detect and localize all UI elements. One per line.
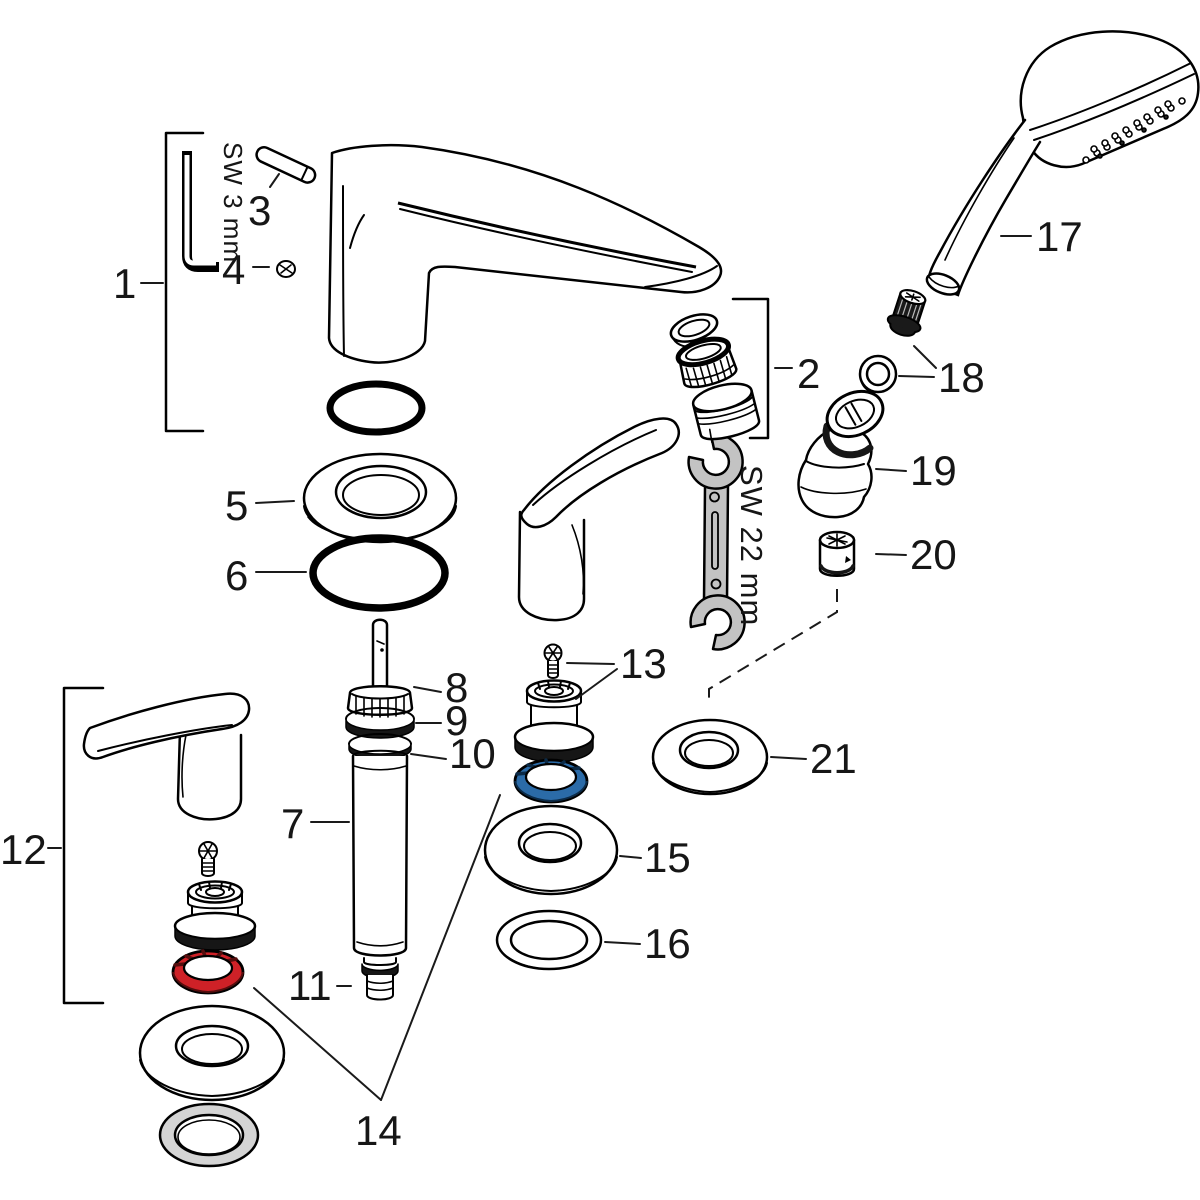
callout-8: 8 (445, 664, 468, 711)
callout-9: 9 (445, 697, 468, 744)
escutcheon-12 (138, 1004, 286, 1102)
aerator-housing (691, 382, 761, 444)
callout-17: 17 (1036, 213, 1083, 260)
elbow-connector-19 (797, 389, 885, 519)
allen-key-size-label: SW 3 mm (218, 142, 248, 263)
callout-12: 12 (0, 826, 47, 873)
set-screw (276, 260, 296, 278)
open-end-wrench-icon (687, 433, 746, 651)
handle-pin (255, 146, 317, 184)
callout-4: 4 (222, 246, 245, 293)
callout-5: 5 (225, 482, 248, 529)
part12-bracket (47, 686, 105, 1005)
leader-14a (253, 987, 382, 1101)
valve-bush-13 (513, 679, 595, 763)
leader-16 (604, 941, 641, 945)
screw-12 (198, 841, 218, 877)
callout-10: 10 (449, 730, 496, 777)
o-ring-6 (309, 534, 449, 612)
leader-15 (619, 855, 642, 859)
shower-nozzles (1082, 97, 1186, 164)
retaining-ring-blue (513, 758, 589, 804)
callout-21: 21 (810, 735, 857, 782)
leader-21 (770, 756, 807, 760)
leader-10 (410, 753, 447, 760)
aerator-insert (675, 336, 738, 389)
callout-19: 19 (910, 447, 957, 494)
hand-shower (925, 30, 1200, 297)
retaining-ring-red (171, 949, 245, 995)
seal-ring-16 (495, 909, 603, 971)
spout (327, 143, 723, 364)
valve-bush-12 (173, 880, 257, 951)
callout-18: 18 (938, 354, 985, 401)
callout-11: 11 (288, 962, 332, 1009)
leader-8 (413, 686, 442, 693)
callout-7: 7 (281, 800, 304, 847)
shower-handle (927, 118, 1042, 297)
escutcheon-15 (483, 804, 619, 896)
callout-13: 13 (620, 640, 667, 687)
cartridge-spigot-11 (361, 957, 399, 1001)
leader-18a (913, 345, 937, 369)
callout-15: 15 (644, 834, 691, 881)
leader-13b (575, 668, 618, 700)
handle-lever-center (517, 417, 680, 622)
callout-2: 2 (797, 350, 820, 397)
cartridge-7 (345, 618, 415, 1001)
leader-5 (255, 500, 295, 504)
aerator-washer (669, 313, 719, 348)
wrench-top-jaw (687, 433, 744, 490)
spout-o-ring (326, 380, 426, 436)
part2-bracket (731, 297, 793, 440)
cartridge-body (351, 749, 409, 957)
callout-3: 3 (248, 187, 271, 234)
handle-lever-left (82, 692, 251, 821)
callout-6: 6 (225, 552, 248, 599)
screw-13 (543, 643, 563, 679)
escutcheon-5 (302, 452, 458, 544)
wrench-bottom-jaw (689, 594, 746, 651)
flow-regulator-20 (818, 530, 856, 577)
part1-bracket (140, 131, 205, 433)
cartridge-spline-cap-8 (346, 685, 414, 718)
allen-key-icon (182, 151, 219, 272)
filter-insert-18 (886, 288, 927, 337)
callout-20: 20 (910, 531, 957, 578)
assembly-dashed-line (708, 589, 838, 703)
washer-18 (858, 354, 898, 394)
leader-19 (875, 468, 907, 472)
wrench-size-label: SW 22 mm (734, 465, 769, 626)
callout-14: 14 (355, 1107, 402, 1154)
callout-1: 1 (113, 260, 136, 307)
leader-18b (898, 375, 935, 378)
leader-20 (875, 553, 907, 556)
seal-washer-gray (158, 1102, 260, 1168)
callout-16: 16 (644, 920, 691, 967)
leader-13a (566, 662, 615, 665)
leader-3 (269, 173, 280, 188)
leader-14b (380, 794, 501, 1101)
escutcheon-21 (651, 718, 769, 796)
cartridge-stem (371, 618, 389, 690)
